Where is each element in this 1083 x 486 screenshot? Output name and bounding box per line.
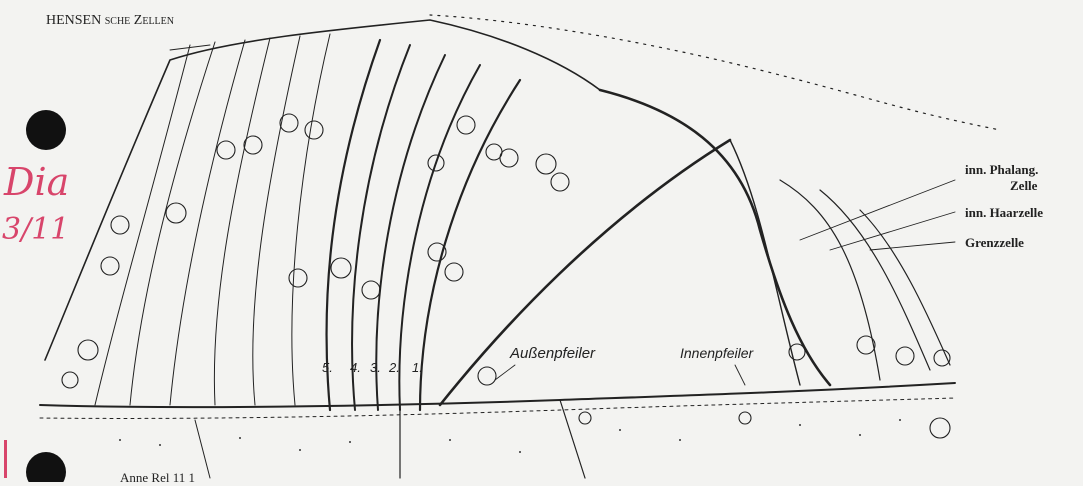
punch-hole-bottom bbox=[26, 452, 66, 482]
hensen-outline bbox=[45, 20, 600, 360]
row-number-5: 5. bbox=[322, 360, 333, 375]
row-number-3: 3. bbox=[370, 360, 381, 375]
label-inner-pillar: Innenpfeiler bbox=[680, 345, 753, 361]
row-number-1: 1. bbox=[412, 360, 423, 375]
label-bottom-partial: Anne Rel 11 1 bbox=[120, 470, 195, 486]
tectorial-edge bbox=[430, 15, 1000, 130]
row-number-2: 2. bbox=[389, 360, 400, 375]
label-inner-phalangeal-1: inn. Phalang. bbox=[965, 163, 1038, 177]
leader-innen bbox=[735, 365, 745, 385]
label-inner-phalangeal-2: Zelle bbox=[1010, 179, 1037, 193]
outer-pillar bbox=[440, 140, 730, 405]
basilar-membrane bbox=[40, 383, 955, 407]
row-number-4: 4. bbox=[350, 360, 361, 375]
label-outer-pillar: Außenpfeiler bbox=[510, 345, 595, 362]
handwritten-number: 3/11 bbox=[2, 212, 69, 247]
label-inner-hair-cell: inn. Haarzelle bbox=[965, 206, 1043, 220]
inner-pillar bbox=[600, 90, 830, 385]
handwritten-dia: Dia bbox=[4, 160, 69, 204]
leader-haarzelle bbox=[830, 212, 955, 250]
label-hensen-cells: HENSEN sche Zellen bbox=[46, 13, 174, 29]
handwritten-mark bbox=[4, 440, 7, 478]
leader-grenz bbox=[870, 242, 955, 250]
leader-aussen bbox=[495, 365, 515, 380]
punch-hole-top bbox=[26, 110, 66, 150]
label-border-cell: Grenzzelle bbox=[965, 236, 1024, 250]
